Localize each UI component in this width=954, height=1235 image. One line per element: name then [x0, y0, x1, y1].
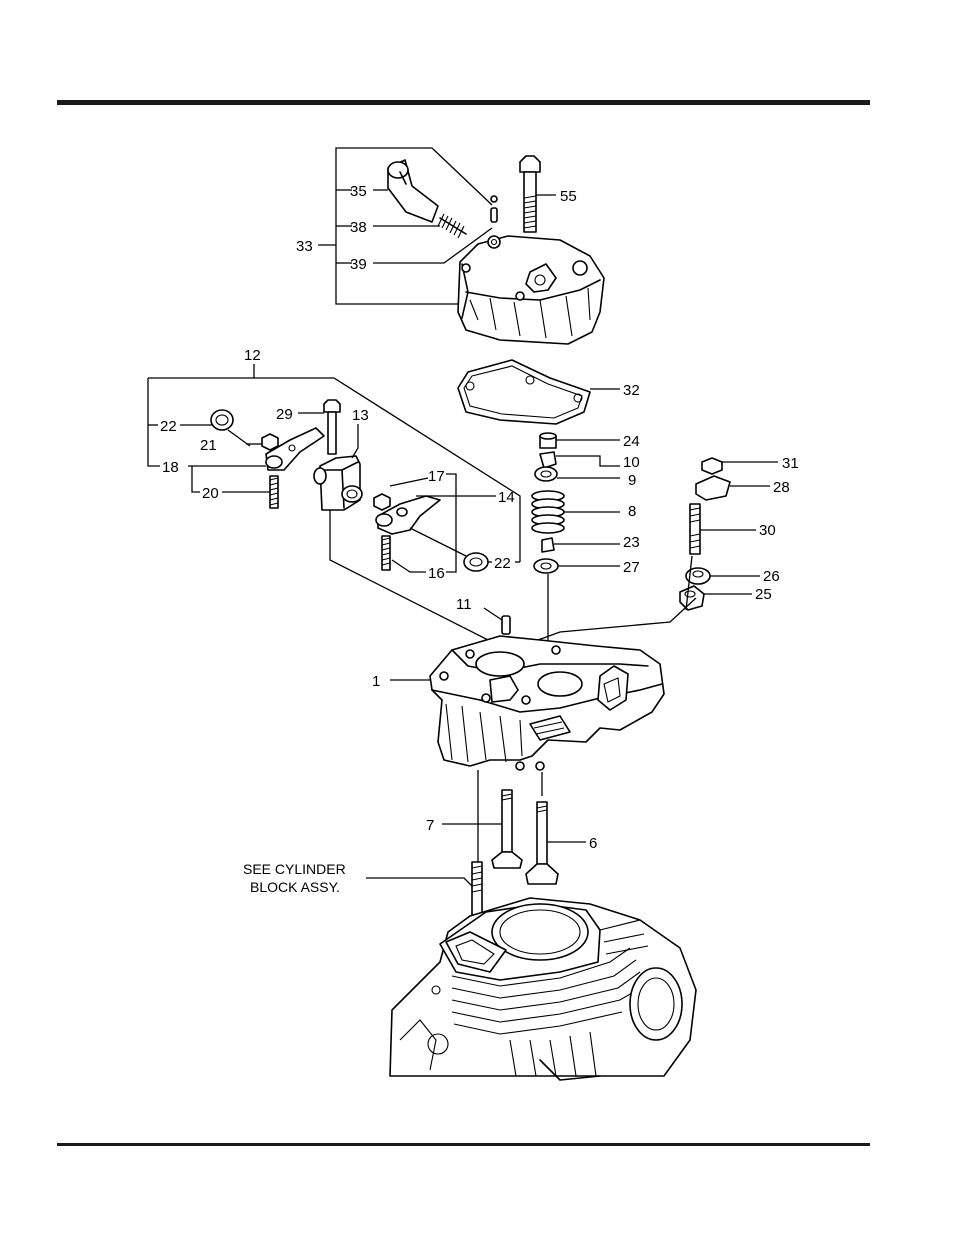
callout-21: 21: [200, 437, 217, 454]
bushing-25-part: [680, 586, 704, 610]
callout-55: 55: [560, 188, 577, 205]
bolt-55-part: [520, 156, 556, 232]
callout-24: 24: [623, 433, 640, 450]
valve-spring-part: [532, 491, 564, 533]
callout-27: 27: [623, 559, 640, 576]
stud-bracket-group: [538, 458, 778, 640]
cylinder-head-part: [430, 636, 664, 766]
callout-17: 17: [428, 468, 445, 485]
plate-28-part: [696, 476, 730, 500]
callout-25: 25: [755, 586, 772, 603]
note-line-2: BLOCK ASSY.: [250, 879, 340, 895]
callout-6: 6: [589, 835, 597, 852]
callout-9: 9: [628, 472, 636, 489]
valve-train-stack: [532, 433, 620, 660]
callout-22-left: 22: [160, 418, 177, 435]
dowel-pin-11-part: [484, 608, 510, 634]
callout-7: 7: [426, 817, 434, 834]
note-line-1: SEE CYLINDER: [243, 861, 346, 877]
callout-10: 10: [623, 454, 640, 471]
stud-30-part: [690, 504, 700, 554]
callout-23: 23: [623, 534, 640, 551]
callout-16: 16: [428, 565, 445, 582]
adjust-screw-left-part: [270, 476, 278, 508]
callout-38: 38: [350, 219, 367, 236]
intake-valve-6-part: [526, 802, 558, 884]
callout-8: 8: [628, 503, 636, 520]
spring-part: [438, 214, 466, 238]
cylinder-block-group: [366, 862, 696, 1080]
callout-22-right: 22: [494, 555, 511, 572]
callout-35: 35: [350, 183, 367, 200]
cylinder-head-group: [390, 608, 664, 770]
spring-seat-washer-part: [534, 559, 558, 573]
callout-30: 30: [759, 522, 776, 539]
callout-33: 33: [296, 238, 313, 255]
callout-31: 31: [782, 455, 799, 472]
exhaust-valve-7-part: [492, 790, 522, 868]
adjust-screw-right-part: [382, 536, 390, 570]
callout-32: 32: [623, 382, 640, 399]
callout-1: 1: [372, 673, 380, 690]
valves-group: [442, 770, 586, 884]
callout-39: 39: [350, 256, 367, 273]
callout-26: 26: [763, 568, 780, 585]
callout-18: 18: [162, 459, 179, 476]
circlip-left-part: [211, 410, 233, 430]
callout-14: 14: [498, 489, 515, 506]
callout-11: 11: [456, 596, 472, 613]
callout-13: 13: [352, 407, 369, 424]
callout-29: 29: [276, 406, 293, 423]
callout-28: 28: [773, 479, 790, 496]
spring-retainer-part: [535, 467, 557, 481]
callout-12: 12: [244, 347, 261, 364]
circlip-right-part: [464, 553, 488, 571]
callout-20: 20: [202, 485, 219, 502]
